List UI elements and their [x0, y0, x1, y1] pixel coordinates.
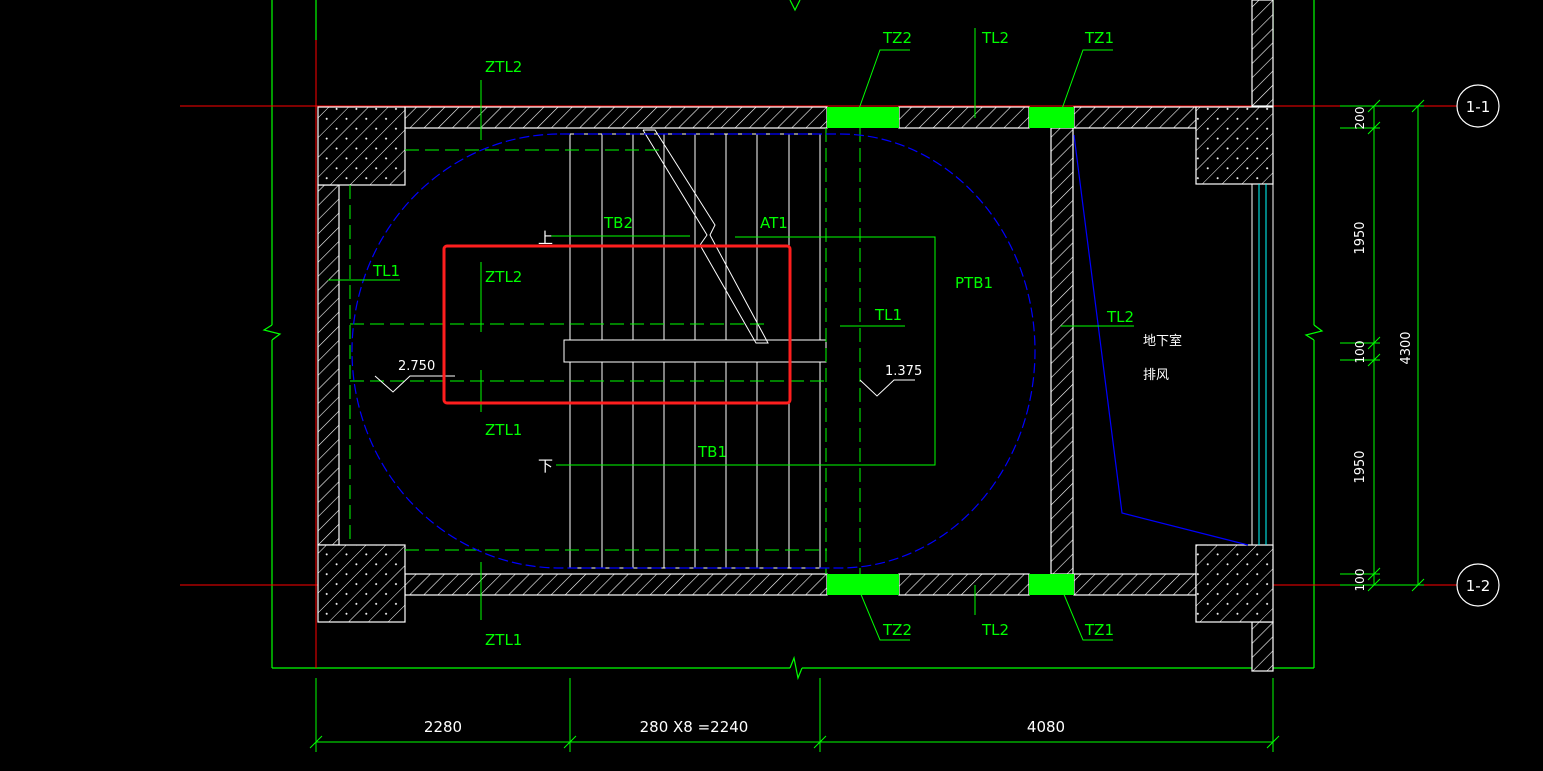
outer-boundary	[262, 0, 1324, 681]
label-tb1: TB1	[697, 443, 727, 461]
right-dimensions	[1340, 99, 1425, 592]
elevation-markers	[374, 375, 915, 397]
label-elevation-right: 1.375	[885, 364, 922, 379]
beam-dashed-lines	[349, 128, 861, 574]
dim-right-total: 4300	[1399, 331, 1414, 364]
dim-bottom-2: 280 X8 =2240	[640, 718, 749, 736]
annotation-labels: ZTL2 TZ2 TL2 TZ1 TB2 AT1 上 TL1 ZTL2 PTB1…	[372, 29, 1182, 649]
label-tz2-top: TZ2	[882, 29, 912, 47]
label-tl2-bottom: TL2	[981, 621, 1009, 639]
label-tb2: TB2	[603, 214, 633, 232]
label-ztl1-mid: ZTL1	[485, 421, 522, 439]
walls	[317, 0, 1274, 672]
label-ztl2-mid: ZTL2	[485, 268, 522, 286]
label-tl1-right: TL1	[874, 306, 902, 324]
label-tz1-bottom: TZ1	[1084, 621, 1114, 639]
right-dimension-labels: 200 1950 100 1950 100 4300	[1353, 107, 1414, 592]
highlight-box[interactable]	[442, 244, 792, 405]
dim-right-1950-top: 1950	[1353, 221, 1368, 254]
green-columns	[827, 107, 1074, 595]
dim-right-100-mid: 100	[1353, 341, 1367, 364]
dim-right-100-bottom: 100	[1353, 569, 1367, 592]
dim-bottom-1: 2280	[424, 718, 462, 736]
label-ptb1: PTB1	[955, 274, 993, 292]
label-up-mark: 上	[538, 229, 553, 247]
label-basement: 地下室	[1143, 333, 1182, 349]
dim-bottom-3: 4080	[1027, 718, 1065, 736]
axis-label-bottom: 1-2	[1466, 577, 1491, 595]
blue-ventilation-line	[1073, 134, 1249, 546]
bottom-dimension-labels: 2280 280 X8 =2240 4080	[424, 718, 1065, 736]
label-elevation-left: 2.750	[398, 359, 435, 374]
label-tl2-right: TL2	[1106, 308, 1134, 326]
label-ztl2-top: ZTL2	[485, 58, 522, 76]
label-tz2-bottom: TZ2	[882, 621, 912, 639]
leader-lines	[328, 28, 1134, 641]
stair-treads	[563, 129, 827, 569]
axis-label-top: 1-1	[1466, 98, 1491, 116]
label-at1: AT1	[760, 214, 788, 232]
glass-window	[1251, 183, 1274, 546]
dim-right-1950-bottom: 1950	[1353, 450, 1368, 483]
landing-slab-outline	[550, 235, 936, 466]
blue-ellipse	[351, 133, 1036, 569]
label-down-mark: 下	[538, 457, 553, 475]
axis-bubbles	[1456, 84, 1500, 607]
label-exhaust: 排风	[1143, 368, 1169, 383]
axis-bubble-labels: 1-1 1-2	[1466, 98, 1491, 595]
label-tz1-top: TZ1	[1084, 29, 1114, 47]
label-tl2-top: TL2	[981, 29, 1009, 47]
corner-columns	[317, 106, 1274, 623]
label-tl1-left: TL1	[372, 262, 400, 280]
bottom-dimensions	[309, 678, 1280, 752]
dim-right-200: 200	[1353, 107, 1367, 130]
label-ztl1-bottom: ZTL1	[485, 631, 522, 649]
